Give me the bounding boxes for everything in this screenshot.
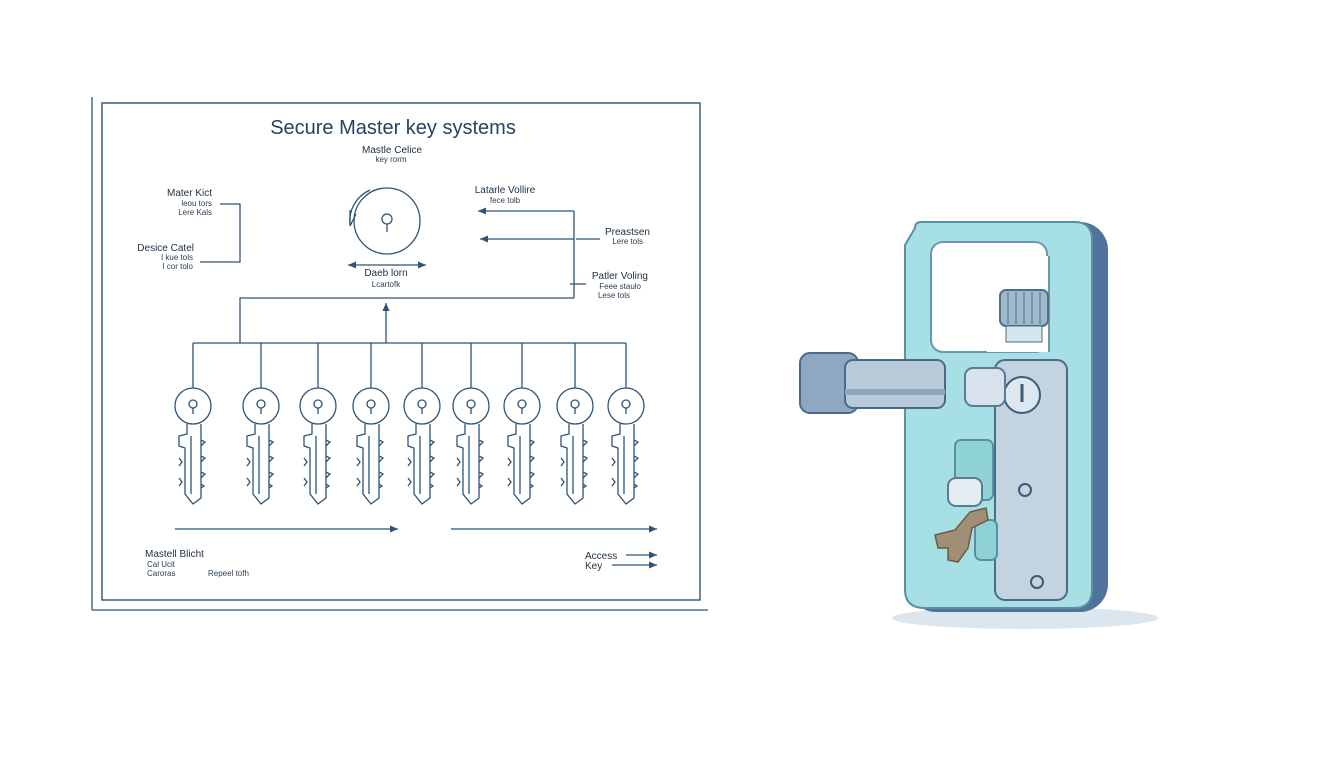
left-label-2-sub-1: I kue tols: [161, 253, 193, 262]
master-lock-symbol: [348, 187, 426, 269]
right-label-2-sub: Lere tols: [612, 237, 643, 246]
padlock-illustration: [799, 221, 1158, 629]
diagram-frame: [91, 97, 708, 611]
left-label-2: Desice Catel: [137, 243, 194, 254]
top-center-sub: key rorm: [375, 155, 406, 164]
bottom-left-extra: Repeel tofh: [208, 569, 249, 578]
left-bracket-connector: [200, 203, 241, 263]
bottom-left-sub-1: Cal Ucit: [147, 560, 176, 569]
right-label-3-sub-2: Lese tols: [598, 291, 630, 300]
right-label-1-sub: fece tolb: [490, 196, 521, 205]
bottom-right-label-2: Key: [585, 561, 602, 572]
right-label-3: Patler Voling: [592, 271, 648, 282]
right-label-2: Preastsen: [605, 227, 650, 238]
bottom-arrows: [175, 525, 657, 569]
bottom-right-label-1: Access: [585, 551, 617, 562]
right-label-1: Latarle Vollire: [475, 185, 536, 196]
bottom-left-sub-2: Caroras: [147, 569, 175, 578]
right-arrows: [478, 207, 600, 298]
left-label-1: Mater Kict: [167, 188, 212, 199]
center-bottom-sub: Lcartofk: [372, 280, 401, 289]
left-label-1-sub-2: Lere Kals: [178, 208, 212, 217]
left-label-1-sub-1: leou tors: [181, 199, 212, 208]
right-label-3-sub-1: Feee staulo: [599, 282, 641, 291]
bottom-left-label: Mastell Blicht: [145, 549, 204, 560]
key-tree-lines: [192, 297, 627, 388]
diagram-title: Secure Master key systems: [270, 117, 516, 139]
top-center-label: Mastle Celice: [362, 145, 422, 156]
left-label-2-sub-2: I cor tolo: [162, 262, 193, 271]
center-bottom-label: Daeb lorn: [364, 268, 407, 279]
